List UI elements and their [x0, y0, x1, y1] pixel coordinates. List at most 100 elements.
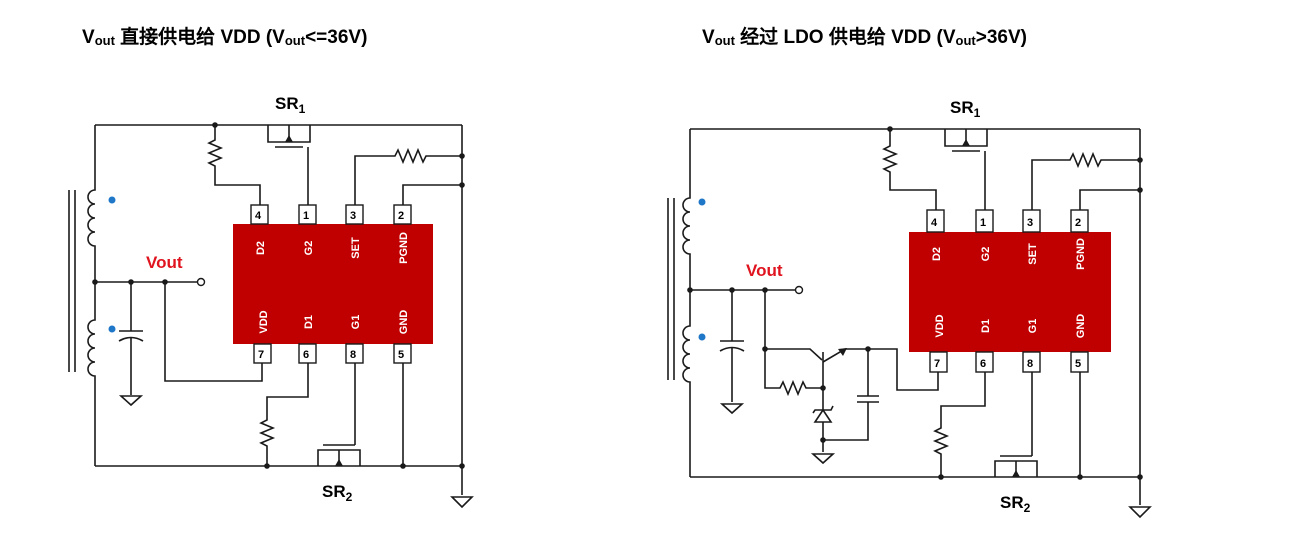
- pin-number: 8: [350, 349, 356, 361]
- sr1-sub: 1: [974, 106, 981, 120]
- left-diagram-title: Vout 直接供电给 VDD (Vout<=36V): [82, 22, 367, 49]
- resistor-d1: [932, 372, 986, 477]
- pin-number: 5: [398, 349, 404, 361]
- winding-dot: [698, 198, 706, 206]
- right-diagram-title: Vout 经过 LDO 供电给 VDD (Vout>36V): [702, 22, 1027, 49]
- pin-box: [298, 204, 317, 225]
- junction: [92, 279, 98, 285]
- pin-name: PGND: [1075, 238, 1087, 270]
- pin-name: SET: [350, 237, 362, 259]
- zener-bar: [812, 405, 834, 414]
- top-pin-1: 1 G2: [975, 209, 994, 262]
- sr2-sub: 2: [1024, 501, 1031, 515]
- top-pin-4: 4 D2: [926, 209, 945, 261]
- pin-box: [1070, 209, 1089, 233]
- svg-text:SR1: SR1: [950, 98, 981, 120]
- bottom-pin-7: 7 VDD: [253, 310, 272, 364]
- lower-winding: [87, 282, 96, 466]
- pin-name: VDD: [934, 314, 946, 337]
- resistor-set: [1031, 151, 1140, 210]
- ground-icon: [810, 453, 836, 465]
- output-capacitor: [118, 282, 144, 395]
- ldo-emitter-arrow: [838, 348, 847, 356]
- pin-number: 6: [980, 358, 986, 370]
- pin-number: 5: [1075, 358, 1081, 370]
- title-suffix: >36V): [975, 27, 1027, 48]
- zener-diode: [813, 408, 833, 423]
- title-sub: out: [94, 33, 115, 48]
- junction: [687, 287, 693, 293]
- top-pin-3: 3 SET: [345, 204, 364, 259]
- sr1-label: SR: [275, 94, 299, 113]
- upper-winding: [682, 129, 691, 290]
- pin-box: [975, 209, 994, 233]
- svg-text:SR2: SR2: [322, 482, 353, 504]
- right-schematic: SR1 4 D2 1 G2 3 SET 2 PGND: [667, 98, 1152, 519]
- svg-text:SR1: SR1: [275, 94, 306, 116]
- sr1-label: SR: [950, 98, 974, 117]
- top-pin-4: 4 D2: [250, 204, 269, 255]
- resistor-set: [354, 147, 462, 205]
- pin-name: G1: [350, 315, 362, 330]
- resistor-d1: [258, 363, 309, 466]
- top-pin-1: 1 G2: [298, 204, 317, 255]
- pin-number: 3: [1027, 217, 1033, 229]
- sr2-label: SR: [1000, 493, 1024, 512]
- pin-number: 1: [980, 217, 986, 229]
- pin-box: [926, 209, 945, 233]
- vdd-wire: [868, 348, 939, 391]
- pin-name: D1: [303, 315, 315, 329]
- pin-name: D1: [980, 319, 992, 333]
- winding-dot: [108, 325, 116, 333]
- ldo-bias-resistor: [764, 349, 823, 397]
- svg-text:SR2: SR2: [1000, 493, 1031, 515]
- pin-name: SET: [1027, 243, 1039, 265]
- pin-name: GND: [1075, 314, 1087, 339]
- vout-label: Vout: [746, 261, 783, 280]
- resistor-d2: [881, 129, 937, 210]
- pin-number: 4: [255, 210, 262, 222]
- bottom-pin-5: 5 GND: [1070, 314, 1089, 373]
- pin-number: 8: [1027, 358, 1033, 370]
- pin-box: [250, 204, 269, 225]
- top-pin-2: 2 PGND: [1070, 209, 1089, 270]
- ground-icon: [719, 403, 745, 415]
- title-v: V: [82, 27, 95, 48]
- vout-label: Vout: [146, 253, 183, 272]
- pin-number: 3: [350, 210, 356, 222]
- top-pin-3: 3 SET: [1022, 209, 1041, 265]
- title-sub2: out: [284, 33, 306, 48]
- pin-number: 2: [1075, 217, 1081, 229]
- pin-box: [345, 204, 364, 225]
- pin-name: G2: [980, 247, 992, 262]
- bottom-pin-5: 5 GND: [393, 310, 412, 364]
- vout-terminal: [196, 277, 206, 287]
- pin-name: PGND: [398, 232, 410, 264]
- sr2-label: SR: [322, 482, 346, 501]
- junction: [820, 437, 826, 443]
- pin-number: 6: [303, 349, 309, 361]
- winding-dot: [108, 196, 116, 204]
- winding-dot: [698, 333, 706, 341]
- title-sub2: out: [955, 33, 976, 48]
- ground-icon: [450, 496, 474, 509]
- vout-terminal: [794, 285, 804, 295]
- pin-name: GND: [398, 310, 410, 335]
- sr2-sub: 2: [346, 490, 353, 504]
- title-suffix: <=36V): [305, 27, 368, 48]
- ic-chip: [909, 232, 1111, 352]
- pin-name: VDD: [258, 310, 270, 333]
- title-mid: 直接供电给 VDD (V: [114, 27, 285, 48]
- ic-chip: [233, 224, 433, 344]
- pgnd-wire: [402, 184, 462, 205]
- pin-number: 4: [931, 217, 938, 229]
- sr1-sub: 1: [299, 102, 306, 116]
- ground-icon: [118, 395, 144, 407]
- upper-winding: [87, 125, 96, 282]
- ground-icon: [1128, 506, 1152, 519]
- resistor-d2: [206, 125, 261, 205]
- pin-number: 7: [934, 358, 940, 370]
- lower-winding: [682, 290, 691, 477]
- pin-number: 7: [258, 349, 264, 361]
